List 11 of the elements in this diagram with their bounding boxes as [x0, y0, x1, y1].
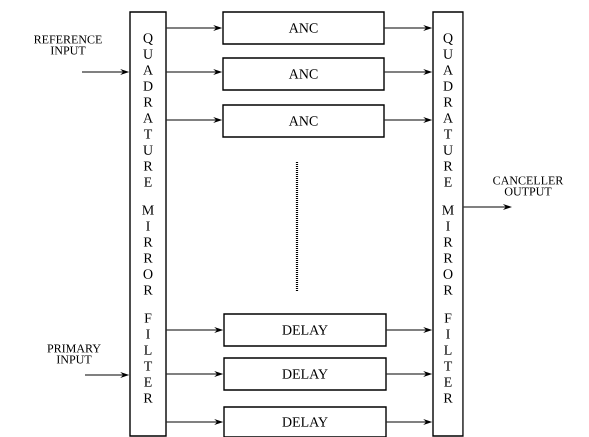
process-box: ANC	[222, 104, 385, 138]
signal-label: REFERENCE INPUT	[34, 35, 102, 55]
process-box: DELAY	[223, 357, 387, 391]
process-box: DELAY	[223, 406, 387, 437]
signal-label: PRIMARY INPUT	[47, 344, 101, 364]
filter-block: QUADRATURE MIRROR FILTER	[129, 11, 167, 437]
signal-label: CANCELLER OUTPUT	[493, 176, 564, 196]
process-box: DELAY	[223, 313, 387, 347]
filter-block: QUADRATURE MIRROR FILTER	[432, 11, 464, 437]
process-box: ANC	[222, 57, 385, 91]
process-box: ANC	[222, 11, 385, 45]
